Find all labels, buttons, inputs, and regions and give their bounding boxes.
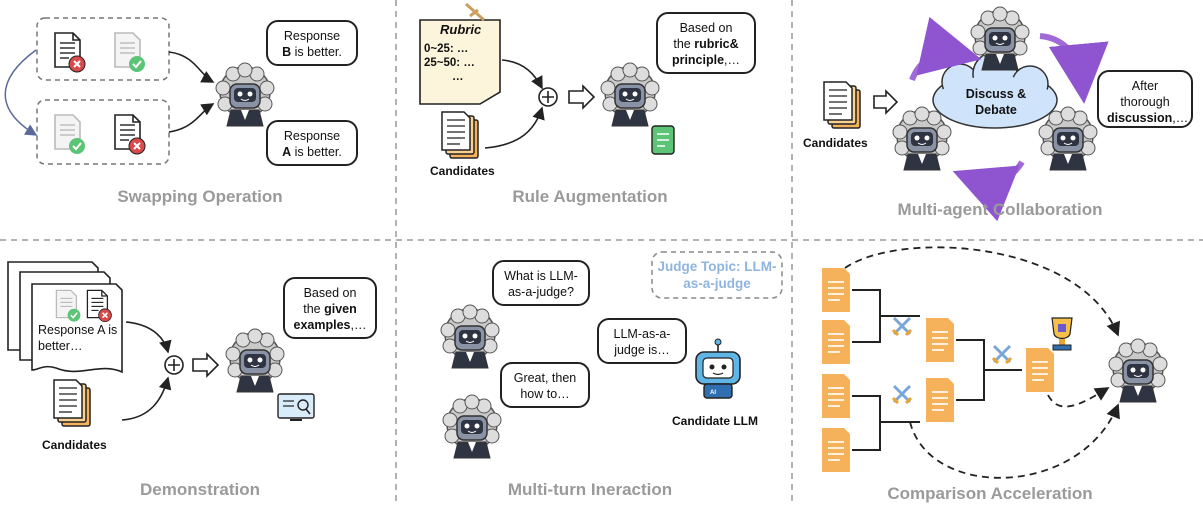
bubble-emphasis: discussion <box>1107 111 1173 125</box>
candidates-label: Candidates <box>42 438 107 452</box>
swords-icon <box>891 384 913 405</box>
trophy-icon <box>1051 317 1073 351</box>
speech-bubble-question-2: Great, then how to… <box>500 362 590 408</box>
judge-robot-icon <box>1108 338 1168 403</box>
rubric-doc-icon <box>651 125 675 155</box>
panel-title: Demonstration <box>140 480 260 499</box>
multiturn-panel-art <box>440 251 783 459</box>
demonstration-panel-art <box>7 261 315 427</box>
arrow-icon <box>568 84 596 110</box>
cloud-shape <box>932 51 1058 129</box>
candidate-doc-icon <box>925 377 955 423</box>
candidates-label: Candidates <box>803 136 868 150</box>
panel-title: Comparison Acceleration <box>887 484 1093 503</box>
shortcut-arrow <box>1047 387 1110 408</box>
speech-bubble-rubric: Based on the rubric& principle,… <box>656 12 756 74</box>
speech-bubble-question-1: What is LLM-as-a-judge? <box>492 260 590 306</box>
panel-title: Multi-turn Ineraction <box>507 480 673 499</box>
bubble-text: Based on <box>679 21 733 35</box>
bubble-emphasis: A <box>282 145 292 159</box>
candidate-doc-icon <box>821 267 851 313</box>
cycle-arrow <box>952 160 1025 222</box>
bubble-text: After thorough <box>1120 79 1170 109</box>
monitor-search-icon <box>277 393 315 421</box>
panel-title: Rule Augmentation <box>512 187 668 206</box>
candidate-doc-icon <box>925 317 955 363</box>
candidates-label: Candidates <box>430 164 495 178</box>
shortcut-arrow <box>909 403 1120 479</box>
candidate-llm-label: Candidate LLM <box>672 414 758 428</box>
bubble-text: ,… <box>1172 111 1189 125</box>
swapping-panel-art <box>4 17 275 165</box>
judge-robot-icon <box>440 304 500 369</box>
speech-bubble-discussion: After thorough discussion,… <box>1097 70 1193 128</box>
bubble-text: Response <box>283 29 341 43</box>
bubble-text: the <box>673 37 695 51</box>
bubble-emphasis: rubric& principle <box>671 37 739 67</box>
document-icon <box>114 114 146 155</box>
bubble-emphasis: given examples <box>293 302 357 332</box>
speech-bubble-examples: Based on the given examples,… <box>283 277 377 339</box>
judge-robot-icon <box>225 328 285 393</box>
bubble-emphasis: B <box>282 45 292 59</box>
candidate-llm-robot-icon <box>695 338 741 399</box>
speech-bubble-answer-1: LLM-as-a-judge is… <box>597 318 687 364</box>
rubric-lines: 0~25: … 25~50: … … <box>424 42 475 84</box>
swords-icon <box>991 344 1013 365</box>
candidate-doc-icon <box>1025 347 1055 393</box>
panel-title: Swapping Operation <box>117 187 283 206</box>
bubble-text: ,… <box>350 318 367 332</box>
document-icon <box>54 32 86 73</box>
candidates-icon <box>53 379 91 427</box>
bubble-text: Response <box>283 129 341 143</box>
bubble-text: is better. <box>291 145 342 159</box>
bracket-lines <box>852 289 1022 451</box>
swords-icon <box>891 316 913 337</box>
rubric-title: Rubric <box>440 22 482 37</box>
cycle-arrow <box>1039 33 1109 104</box>
plus-icon <box>538 87 558 107</box>
plus-icon <box>164 355 184 375</box>
document-icon <box>54 114 86 155</box>
candidates-icon <box>823 81 861 129</box>
document-icon <box>114 32 146 73</box>
judge-robot-icon <box>600 62 660 127</box>
bubble-text: Based on <box>303 286 357 300</box>
panel-title: Multi-agent Collaboration <box>897 200 1103 219</box>
comparison-panel-art <box>821 246 1168 479</box>
rubric-line: 25~50: … <box>424 57 475 69</box>
paper-text: Response A is better… <box>38 323 118 353</box>
cloud-label: Discuss & Debate <box>965 87 1027 117</box>
judge-robot-icon <box>1038 106 1098 171</box>
ai-badge: AI <box>710 390 716 396</box>
judge-topic: Judge Topic: LLM-as-a-judge <box>657 259 777 291</box>
bubble-text: is better. <box>291 45 342 59</box>
bubble-text: ,… <box>724 53 741 67</box>
multiagent-panel-art <box>823 6 1109 222</box>
cycle-arrow <box>909 16 982 82</box>
candidate-doc-icon <box>821 319 851 365</box>
rubric-line: 0~25: … <box>424 43 469 55</box>
bubble-text: the <box>303 302 325 316</box>
rubric-line: … <box>452 71 464 83</box>
arrow-icon <box>873 89 899 115</box>
shortcut-arrow <box>844 246 1120 337</box>
judge-robot-icon <box>892 106 952 171</box>
judge-robot-icon <box>442 394 502 459</box>
speech-bubble-response-a: Response A is better. <box>266 120 358 166</box>
rule-panel-art <box>419 2 675 159</box>
candidate-doc-icon <box>821 373 851 419</box>
candidates-icon <box>441 111 479 159</box>
arrow-icon <box>192 352 220 378</box>
candidate-doc-icon <box>821 427 851 473</box>
speech-bubble-response-b: Response B is better. <box>266 20 358 66</box>
judge-robot-icon <box>215 62 275 127</box>
